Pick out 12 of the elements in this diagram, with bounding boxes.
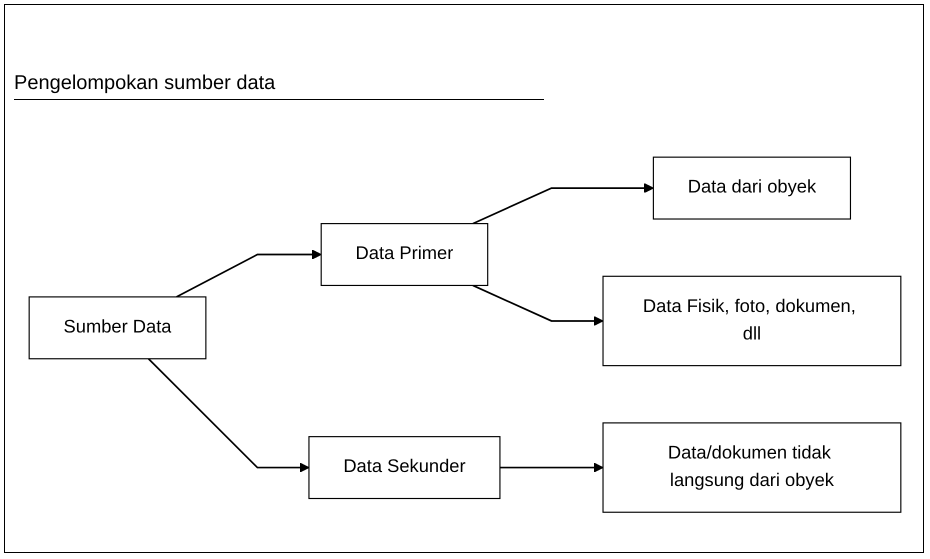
diagram-title: Pengelompokan sumber data [14, 72, 544, 100]
arrow [176, 250, 322, 298]
node-box: Data dari obyek [652, 156, 852, 220]
node-box: Data Sekunder [308, 436, 500, 500]
arrow [472, 284, 604, 326]
arrow [472, 183, 654, 225]
arrow [500, 462, 604, 473]
node-box: Sumber Data [28, 296, 206, 360]
arrow [148, 358, 310, 473]
node-box: Data Fisik, foto, dokumen, dll [602, 276, 902, 366]
node-box: Data/dokumen tidak langsung dari obyek [602, 422, 902, 514]
node-box: Data Primer [320, 223, 488, 286]
